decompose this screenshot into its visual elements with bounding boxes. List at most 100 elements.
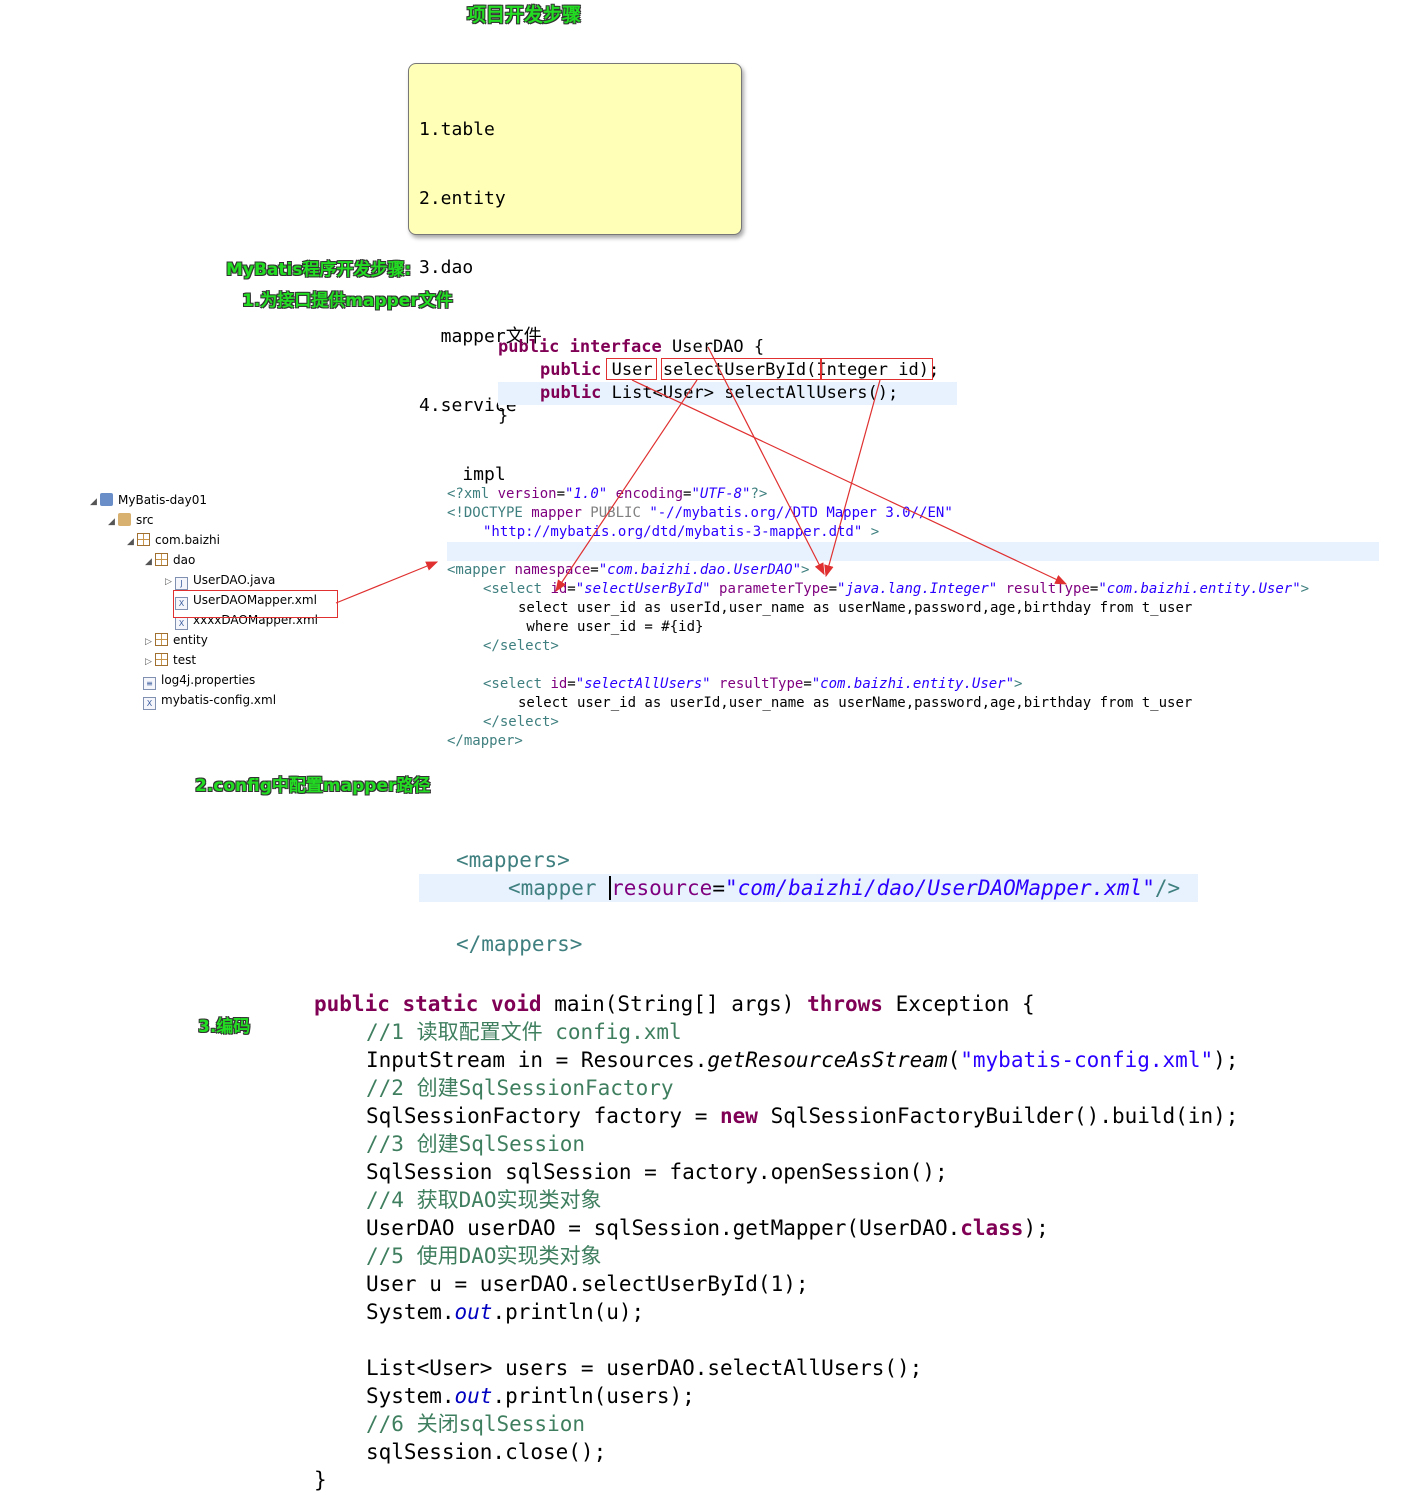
code-text: } [498, 406, 509, 426]
tree-item-package[interactable]: ◢com.baizhi [127, 531, 220, 549]
code-token: <select [483, 676, 551, 692]
code-comment: //3 创建SqlSession [366, 1132, 586, 1156]
code-token: <mapper [447, 562, 515, 578]
tree-item-package[interactable]: ▷ entity [145, 631, 208, 649]
code-token: = [556, 486, 566, 502]
steps-note: 1.table 2.entity 3.dao mapper文件 4.servic… [408, 63, 742, 485]
collapsed-arrow-icon[interactable]: ▷ [145, 637, 152, 647]
code-token: InputStream in = Resources. [366, 1048, 708, 1072]
config-mapper-line: <mapper resource="com/baizhi/dao/UserDAO… [508, 874, 1180, 902]
code-token: parameterType [710, 581, 829, 597]
code-token: .println(users); [492, 1384, 695, 1408]
arrow-method-id [555, 379, 698, 592]
code-comment: //1 读取配置文件 config.xml [366, 1020, 682, 1044]
code-token: PUBLIC [581, 505, 650, 521]
code-token: /> [1154, 876, 1181, 900]
code-token: id [550, 676, 568, 692]
code-text: UserDAO { [661, 337, 765, 357]
collapsed-arrow-icon[interactable]: ▷ [145, 657, 152, 667]
code-token: } [314, 1468, 327, 1492]
code-token: = [683, 486, 692, 502]
tree-item-file[interactable]: ≡ log4j.properties [133, 671, 256, 690]
code-comment: //2 创建SqlSessionFactory [366, 1076, 674, 1100]
code-token: > [1014, 676, 1023, 692]
tree-item-package[interactable]: ◢dao [145, 551, 195, 569]
tree-item-src[interactable]: ◢ src [108, 511, 154, 529]
code-token: </select> [483, 638, 559, 654]
code-token: resultType [710, 676, 804, 692]
code-token: getResourceAsStream [707, 1048, 948, 1072]
note-line: 2.entity [419, 188, 506, 209]
code-token: <select [483, 581, 551, 597]
code-token: "java.lang.Integer" [837, 581, 998, 597]
arrow-parameter-type [824, 379, 881, 578]
code-token: "mybatis-config.xml" [960, 1048, 1214, 1072]
code-token: "http://mybatis.org/dtd/mybatis-3-mapper… [483, 524, 863, 540]
code-text: List<User> selectAllUsers(); [601, 383, 899, 403]
expanded-arrow-icon[interactable]: ◢ [90, 497, 97, 507]
tree-item-package[interactable]: ▷test [145, 651, 196, 669]
code-text: </mappers> [456, 932, 583, 956]
code-token: List<User> users = userDAO.selectAllUser… [366, 1356, 923, 1380]
param-highlight-box [821, 358, 933, 380]
code-token: class [960, 1216, 1024, 1240]
code-token: resource [609, 876, 713, 900]
interface-code: public interface UserDAO { public User s… [498, 336, 957, 428]
code-keyword: public interface [498, 337, 662, 357]
steps-title: 项目开发步骤 [467, 4, 582, 26]
project-icon [100, 493, 113, 506]
code-token: resultType [997, 581, 1090, 597]
code-token: namespace [514, 562, 591, 578]
expanded-arrow-icon[interactable]: ◢ [108, 517, 115, 527]
code-token: <!DOCTYPE [447, 505, 532, 521]
code-comment: //5 使用DAO实现类对象 [366, 1244, 602, 1268]
tree-item-label: src [136, 513, 154, 527]
method-name-highlight-box [661, 358, 821, 380]
tree-item-label: log4j.properties [161, 673, 256, 687]
code-token: SqlSessionFactory factory = [366, 1104, 721, 1128]
code-token: public static void [314, 992, 542, 1016]
note-line: 1.table [419, 119, 495, 140]
collapsed-arrow-icon[interactable]: ▷ [165, 577, 172, 587]
note-line: mapper文件 [419, 326, 542, 347]
code-token: > [1300, 581, 1310, 597]
properties-file-icon: ≡ [143, 677, 156, 690]
code-token: "selectUserById" [575, 581, 711, 597]
expanded-arrow-icon[interactable]: ◢ [145, 557, 152, 567]
tree-item-label: entity [173, 633, 208, 647]
code-token: "com.baizhi.entity.User" [1098, 581, 1301, 597]
expanded-arrow-icon[interactable]: ◢ [127, 537, 134, 547]
code-token: ); [1213, 1048, 1239, 1072]
code-token: sqlSession.close(); [366, 1440, 607, 1464]
code-token: "selectAllUsers" [575, 676, 711, 692]
note-line: 3.dao [419, 257, 474, 278]
code-token: </select> [483, 714, 559, 730]
code-token: SqlSessionFactoryBuilder().build(in); [757, 1104, 1239, 1128]
current-line-highlight [419, 874, 1198, 902]
step1-heading: 1.为接口提供mapper文件 [242, 291, 453, 311]
code-token: = [712, 876, 725, 900]
package-icon [137, 533, 150, 546]
tree-item-label: xxxxDAOMapper.xml [193, 613, 318, 627]
code-token: <?xml [447, 486, 498, 502]
tree-item-project[interactable]: ◢MyBatis-day01 [90, 491, 207, 509]
code-text: User selectUserById(Integer id); [601, 360, 940, 380]
code-token: = [567, 676, 576, 692]
mapper-file-highlight-box [173, 590, 338, 618]
code-token: mapper [531, 505, 582, 521]
code-token: = [590, 562, 599, 578]
tree-item-label: UserDAOMapper.xml [193, 593, 317, 607]
code-token: version [497, 486, 557, 502]
code-token: UserDAO userDAO = sqlSession.getMapper(U… [366, 1216, 961, 1240]
code-keyword: public [540, 360, 602, 380]
code-token: out [454, 1384, 493, 1408]
code-token: ?> [750, 486, 768, 502]
note-line: 4.service [419, 395, 517, 416]
code-comment: //6 关闭sqlSession [366, 1412, 586, 1436]
code-token: Exception { [882, 992, 1035, 1016]
